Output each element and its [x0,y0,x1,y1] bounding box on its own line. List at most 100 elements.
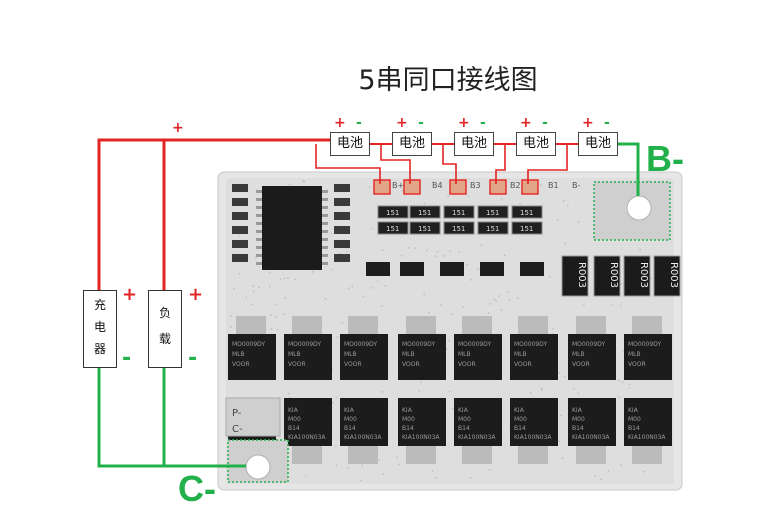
mosfet-top-marking: MLB [572,351,585,358]
mosfet-bottom-marking: KIA [514,407,525,414]
pad-label: B1 [548,181,559,190]
mosfet-bottom-marking: B14 [288,425,300,432]
mosfet-bottom-marking: KIA [572,407,583,414]
cell-3-minus: - [480,115,486,131]
mosfet-bottom-marking: M00 [344,416,357,423]
battery-cell-4: 电池 [516,132,556,156]
mosfet-top-marking: VOOR [402,361,420,368]
charger-plus: + [122,284,138,305]
resistor-code-label: R003 [638,262,649,288]
c-minus-pad-label: C- [232,424,243,435]
mosfet-bottom-marking: KIA100N03A [514,434,552,441]
mosfet-top-marking: VOOR [628,361,646,368]
battery-cell-1: 电池 [330,132,370,156]
b-minus-label: B- [646,138,684,179]
mosfet-top-marking: MO0009DY [628,341,661,348]
mosfet-bottom-marking: KIA100N03A [288,434,326,441]
mosfet-top-marking: MLB [514,351,527,358]
cell-4-minus: - [542,115,548,131]
mosfet-top-marking: MO0009DY [344,341,377,348]
smd-code-label: 151 [452,225,465,233]
pad-label: B2 [510,181,521,190]
battery-cell-2: 电池 [392,132,432,156]
mosfet-top-marking: VOOR [232,361,250,368]
c-minus-label: C- [178,468,216,509]
charger-char-1: 充 [93,298,106,312]
mosfet-bottom-marking: KIA [402,407,413,414]
smd-code-label: 151 [386,225,399,233]
mosfet-top-marking: VOOR [288,361,306,368]
wires [97,138,640,468]
bms-ic [262,186,322,270]
cell-5-minus: - [604,115,610,131]
charger-box: 充 电 器 [83,290,117,368]
mosfet-top-marking: MLB [458,351,471,358]
mosfet-top-marking: VOOR [458,361,476,368]
bus-plus-sign: + [172,120,184,136]
battery-cell-5: 电池 [578,132,618,156]
mosfet-top-marking: VOOR [344,361,362,368]
mosfet-top-marking: MO0009DY [514,341,547,348]
mosfet-top-marking: VOOR [514,361,532,368]
cell-3-plus: + [458,115,470,131]
mosfet-bottom-marking: KIA100N03A [628,434,666,441]
load-char-1: 负 [158,306,171,320]
mosfet-top-marking: MLB [232,351,245,358]
mosfet-bottom-marking: KIA [344,407,355,414]
pad-label: B4 [432,181,443,190]
load-minus: - [188,346,198,371]
smd-code-label: 151 [386,209,399,217]
resistor-code-label: R003 [668,262,679,288]
c-minus-hole [245,454,271,480]
diagram-title: 5串同口接线图 [358,65,538,96]
mosfet-bottom-marking: KIA [288,407,299,414]
load-plus: + [188,284,204,305]
smd-code-label: 151 [418,225,431,233]
mosfet-top-marking: MLB [288,351,301,358]
pad-label: B+ [392,181,404,190]
cell-2-minus: - [418,115,424,131]
cell-2-plus: + [396,115,408,131]
charger-minus: - [122,346,132,371]
mosfet-top-marking: MO0009DY [288,341,321,348]
smd-code-label: 151 [486,225,499,233]
mosfet-bottom-marking: B14 [514,425,526,432]
mosfet-bottom-marking: KIA [628,407,639,414]
b-minus-hole [626,195,652,221]
mosfet-bottom-marking: B14 [402,425,414,432]
cell-1-plus: + [334,115,346,131]
mosfet-top-marking: MO0009DY [572,341,605,348]
p-minus-pad-label: P- [232,408,242,419]
smd-code-label: 151 [418,209,431,217]
mosfet-bottom-marking: B14 [572,425,584,432]
mosfet-top-marking: MLB [402,351,415,358]
mosfet-bottom-marking: M00 [458,416,471,423]
mosfet-top-marking: MO0009DY [458,341,491,348]
cell-4-plus: + [520,115,532,131]
mosfet-bottom-marking: KIA100N03A [458,434,496,441]
smd-code-label: 151 [520,225,533,233]
mosfet-top-marking: MO0009DY [232,341,265,348]
mosfet-top-marking: MO0009DY [402,341,435,348]
mosfet-bottom-marking: B14 [628,425,640,432]
smd-code-label: 151 [486,209,499,217]
mosfet-bottom-marking: M00 [514,416,527,423]
resistor-code-label: R003 [576,262,587,288]
mosfet-bottom-marking: B14 [344,425,356,432]
mosfet-bottom-marking: M00 [402,416,415,423]
resistor-code-label: R003 [608,262,619,288]
smd-code-label: 151 [520,209,533,217]
pad-label: B- [572,181,580,190]
mosfet-bottom-marking: M00 [288,416,301,423]
mosfet-bottom-marking: M00 [628,416,641,423]
mosfet-bottom-marking: KIA100N03A [402,434,440,441]
load-box: 负 载 [148,290,182,368]
mosfet-bottom-marking: KIA [458,407,469,414]
mosfet-bottom-marking: KIA100N03A [572,434,610,441]
load-char-2: 载 [158,332,171,346]
charger-char-3: 器 [93,342,106,356]
mosfet-bottom-marking: KIA100N03A [344,434,382,441]
charger-char-2: 电 [93,320,106,334]
